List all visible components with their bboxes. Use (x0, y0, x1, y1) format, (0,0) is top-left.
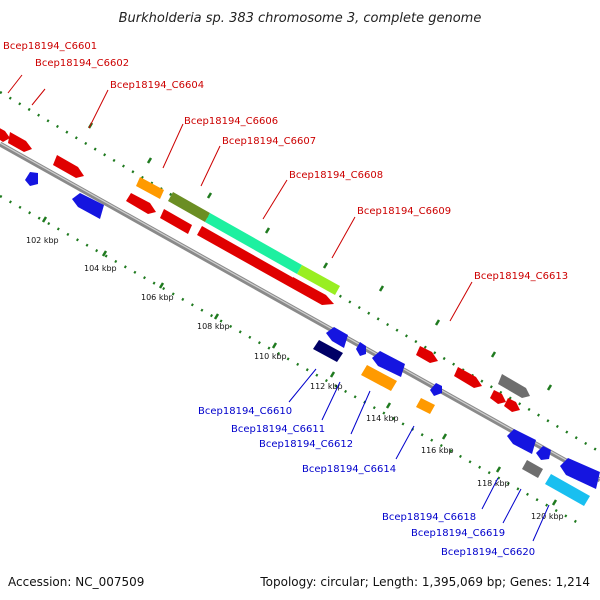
gene-arrow-blue[interactable] (372, 351, 405, 377)
gene-arrow-red[interactable] (126, 193, 156, 214)
gene-label[interactable]: Bcep18194_C6608 (289, 170, 383, 181)
outer-ring (0, 90, 600, 454)
gene-label[interactable]: Bcep18194_C6614 (302, 464, 396, 475)
inner-ring (0, 194, 581, 526)
gene-arrow-blue[interactable] (560, 458, 600, 489)
gene-label[interactable]: Bcep18194_C6601 (3, 41, 97, 52)
tick-label: 108 kbp (197, 322, 230, 331)
inner-tick-marks (41, 216, 558, 506)
forward-gene-labels: Bcep18194_C6601 Bcep18194_C6602 Bcep1819… (3, 41, 568, 282)
gene-block-orange[interactable] (361, 365, 397, 391)
gene-label[interactable]: Bcep18194_C6618 (382, 512, 476, 523)
gene-label[interactable]: Bcep18194_C6604 (110, 80, 204, 91)
reverse-genes (25, 172, 600, 506)
gene-arrow-blue[interactable] (536, 446, 551, 460)
gene-arrow-red[interactable] (160, 209, 192, 234)
gene-label[interactable]: Bcep18194_C6611 (231, 424, 325, 435)
tick-label: 120 kbp (531, 512, 564, 521)
gene-arrow-blue[interactable] (507, 429, 536, 454)
reverse-label-leaders (288, 368, 550, 542)
tick-label: 102 kbp (26, 236, 59, 245)
gene-arrow-blue[interactable] (326, 327, 348, 348)
gene-label[interactable]: Bcep18194_C6609 (357, 206, 451, 217)
gene-block-sky-blue[interactable] (545, 474, 590, 506)
gene-block-yellow-green[interactable] (297, 265, 340, 295)
gene-arrow-red[interactable] (454, 367, 482, 388)
gene-arrow-red[interactable] (0, 126, 10, 142)
gene-label[interactable]: Bcep18194_C6607 (222, 136, 316, 147)
tick-label: 116 kbp (421, 446, 454, 455)
gene-label[interactable]: Bcep18194_C6620 (441, 547, 535, 558)
genome-summary-text: Topology: circular; Length: 1,395,069 bp… (259, 575, 590, 589)
gene-label[interactable]: Bcep18194_C6619 (411, 528, 505, 539)
tick-labels: 102 kbp 104 kbp 106 kbp 108 kbp 110 kbp … (26, 236, 564, 521)
gene-label[interactable]: Bcep18194_C6612 (259, 439, 353, 450)
tick-label: 110 kbp (254, 352, 287, 361)
gene-arrow-orange[interactable] (136, 177, 164, 199)
forward-genes (0, 126, 530, 412)
gene-arrow-blue[interactable] (356, 342, 366, 356)
tick-label: 106 kbp (141, 293, 174, 302)
gene-arrow-red[interactable] (416, 346, 438, 363)
forward-label-leaders (7, 74, 473, 322)
reverse-gene-labels: Bcep18194_C6610 Bcep18194_C6611 Bcep1819… (198, 406, 535, 558)
tick-label: 118 kbp (477, 479, 510, 488)
tick-label: 112 kbp (310, 382, 343, 391)
gene-label[interactable]: Bcep18194_C6606 (184, 116, 278, 127)
gene-block-olive[interactable] (168, 192, 210, 222)
genome-backbone (0, 141, 600, 483)
gene-block-spring-green[interactable] (205, 213, 302, 274)
gene-block-navy[interactable] (313, 340, 343, 362)
accession-text: Accession: NC_007509 (8, 575, 144, 589)
gene-arrow-red[interactable] (490, 390, 506, 404)
gene-label[interactable]: Bcep18194_C6602 (35, 58, 129, 69)
gene-arrow-gray[interactable] (498, 374, 530, 398)
gene-label[interactable]: Bcep18194_C6613 (474, 271, 568, 282)
gene-arrow-red[interactable] (197, 226, 300, 286)
tick-label: 104 kbp (84, 264, 117, 273)
gene-block-gray[interactable] (522, 460, 543, 478)
gene-arrow-blue[interactable] (430, 383, 442, 396)
gene-arrow-blue[interactable] (25, 172, 38, 186)
gene-arrow-red[interactable] (53, 155, 84, 178)
gene-label[interactable]: Bcep18194_C6610 (198, 406, 292, 417)
gene-arrow-blue[interactable] (72, 193, 104, 219)
map-title: Burkholderia sp. 383 chromosome 3, compl… (119, 11, 482, 26)
gene-block-orange[interactable] (416, 398, 435, 414)
gene-arrow-red[interactable] (504, 398, 520, 412)
gene-arrow-red[interactable] (8, 132, 32, 152)
gene-arrow-red[interactable] (288, 277, 334, 305)
tick-label: 114 kbp (366, 414, 399, 423)
